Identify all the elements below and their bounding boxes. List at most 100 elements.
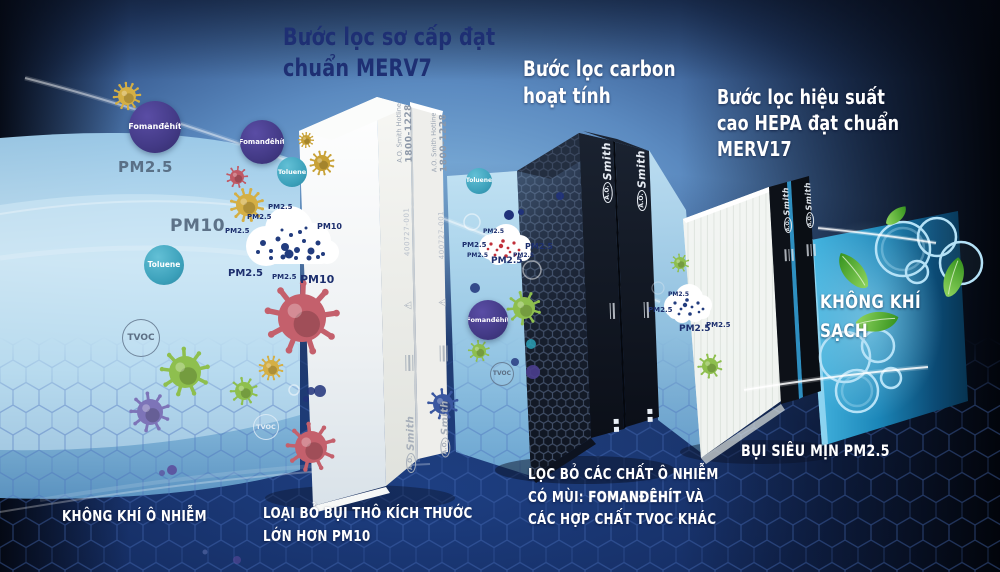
logo-ao: A.O. <box>636 190 648 211</box>
dust-cloud-mid <box>479 224 531 265</box>
pm-label: PM10 <box>170 216 226 236</box>
pollutant-bubble-label: Fomanđêhít <box>240 137 284 146</box>
aosmith-logo: A.O.Smith <box>404 415 417 474</box>
pollutant-bubble: TVOC <box>253 414 279 440</box>
stage2-caption-post: VÀ CÁC HỢP CHẤT TVOC KHÁC <box>528 487 717 529</box>
merv7-spine-print-1: A.O.Smith ⚠ 400727-001 A.O. Smith Hotlin… <box>392 91 425 485</box>
dust-cloud-pm10 <box>246 206 339 266</box>
pm-label: PM2.5 <box>272 273 297 281</box>
pollutant-bubble: Toluene <box>144 245 184 285</box>
logo-smith: Smith <box>404 415 417 451</box>
pollutant-bubble: Toluene <box>277 157 307 187</box>
logo-ao: A.O. <box>405 452 417 474</box>
pollutant-bubble: Fomanđêhít <box>240 120 284 164</box>
pm-label: PM10 <box>300 273 335 286</box>
virus-icon <box>697 353 723 379</box>
virus-icon <box>159 346 210 397</box>
stage2-title: Bước lọc carbon hoạt tính <box>523 57 676 109</box>
pollutant-bubble-label: TVOC <box>256 422 276 431</box>
stage2-caption-pre: LỌC BỎ CÁC CHẤT Ô NHIỄM CÓ MÙI: <box>528 465 719 506</box>
pm-label: PM2.5 <box>648 306 673 314</box>
logo-ao: A.O. <box>440 437 451 458</box>
pollutant-bubble-label: Fomanđêhít <box>129 122 181 131</box>
virus-icon <box>229 376 258 406</box>
hepa-filter <box>683 176 821 464</box>
pollen-icon <box>297 131 315 149</box>
carbon-spine-print-2: A.O.Smith <box>627 140 663 433</box>
virus-icon <box>506 290 541 326</box>
part-number: 400727-001 <box>437 210 447 260</box>
pollutant-bubble: TVOC <box>122 319 160 357</box>
fineprint-lines <box>783 249 796 262</box>
pollutant-bubble: TVOC <box>490 362 514 386</box>
pm-label: PM2.5 <box>525 242 553 251</box>
logo-smith: Smith <box>599 141 614 181</box>
pollen-icon <box>112 81 142 111</box>
pollutant-bubble-label: Toluene <box>466 177 492 184</box>
pollutant-bubble-label: TVOC <box>492 370 512 377</box>
fineprint-lines <box>437 345 450 362</box>
pm-label: PM2.5 <box>513 252 534 259</box>
scatter-dots <box>159 192 665 564</box>
pm-label: PM2.5 <box>467 252 488 259</box>
pm-label: PM2.5 <box>491 256 523 266</box>
spine-squares <box>613 418 619 432</box>
logo-ao: A.O. <box>805 212 815 229</box>
virus-icon <box>427 388 459 420</box>
pm-label: PM10 <box>317 222 342 231</box>
aosmith-logo: A.O.Smith <box>781 187 792 234</box>
aosmith-logo: A.O.Smith <box>439 400 451 458</box>
logo-smith: Smith <box>781 186 792 216</box>
pollutant-bubble: Toluene <box>466 168 492 194</box>
fineprint-lines <box>607 302 617 319</box>
virus-icon <box>226 165 249 188</box>
dirty-air-caption: KHÔNG KHÍ Ô NHIỄM <box>62 507 207 525</box>
aosmith-logo: A.O.Smith <box>634 150 649 211</box>
fineprint-lines <box>805 244 818 257</box>
logo-ao: A.O. <box>602 182 614 203</box>
dust-cloud-pm25 <box>664 284 712 323</box>
leaf-icons <box>839 206 964 332</box>
stage3-title: Bước lọc hiệu suất cao HEPA đạt chuẩn ME… <box>717 85 900 161</box>
virus-icon <box>467 339 490 362</box>
virus-icon <box>670 253 690 273</box>
stage2-caption-bold: FOMANĐÊHÍT <box>588 487 682 506</box>
pm-label: PM2.5 <box>247 213 272 221</box>
carbon-filter <box>517 131 659 483</box>
pm-label: PM2.5 <box>668 291 689 298</box>
pollen-icon <box>309 150 335 176</box>
carbon-spine-print-1: A.O.Smith <box>592 132 631 443</box>
clean-air-caption: KHÔNG KHÍ SẠCH <box>820 291 921 342</box>
pollutant-particles <box>112 81 723 472</box>
pm-label: PM2.5 <box>706 321 731 329</box>
warning-triangle-icon: ⚠ <box>437 297 449 308</box>
pollutant-bubble-label: Fomanđêhít <box>468 315 508 324</box>
aosmith-logo: A.O.Smith <box>599 142 614 203</box>
part-number: 400727-001 <box>402 207 412 257</box>
logo-ao: A.O. <box>783 217 792 234</box>
fineprint-lines <box>641 301 651 318</box>
pm-label: PM2.5 <box>462 241 487 249</box>
pollutant-bubble-label: Toluene <box>277 167 307 176</box>
warning-triangle-icon: ⚠ <box>402 300 414 311</box>
merv7-filter <box>299 97 448 512</box>
fineprint-lines <box>403 354 416 371</box>
pm-label: PM2.5 <box>118 158 173 176</box>
light-streaks <box>743 226 937 393</box>
virus-icon <box>264 279 340 355</box>
pm-label: PM2.5 <box>225 227 250 235</box>
pollen-icon <box>229 187 265 223</box>
pollutant-bubble-label: Toluene <box>147 260 181 270</box>
logo-smith: Smith <box>633 149 649 189</box>
aosmith-logo: A.O.Smith <box>803 182 815 229</box>
merv7-spine-print-2: A.O.Smith ⚠ 400727-001 A.O. Smith Hotlin… <box>427 100 457 469</box>
pollutant-bubble: Fomanđêhít <box>129 101 181 153</box>
pm-label: PM2.5 <box>268 203 293 211</box>
stage1-title: Bước lọc sơ cấp đạt chuẩn MERV7 <box>283 23 496 83</box>
pm-label: PM2.5 <box>679 324 711 334</box>
